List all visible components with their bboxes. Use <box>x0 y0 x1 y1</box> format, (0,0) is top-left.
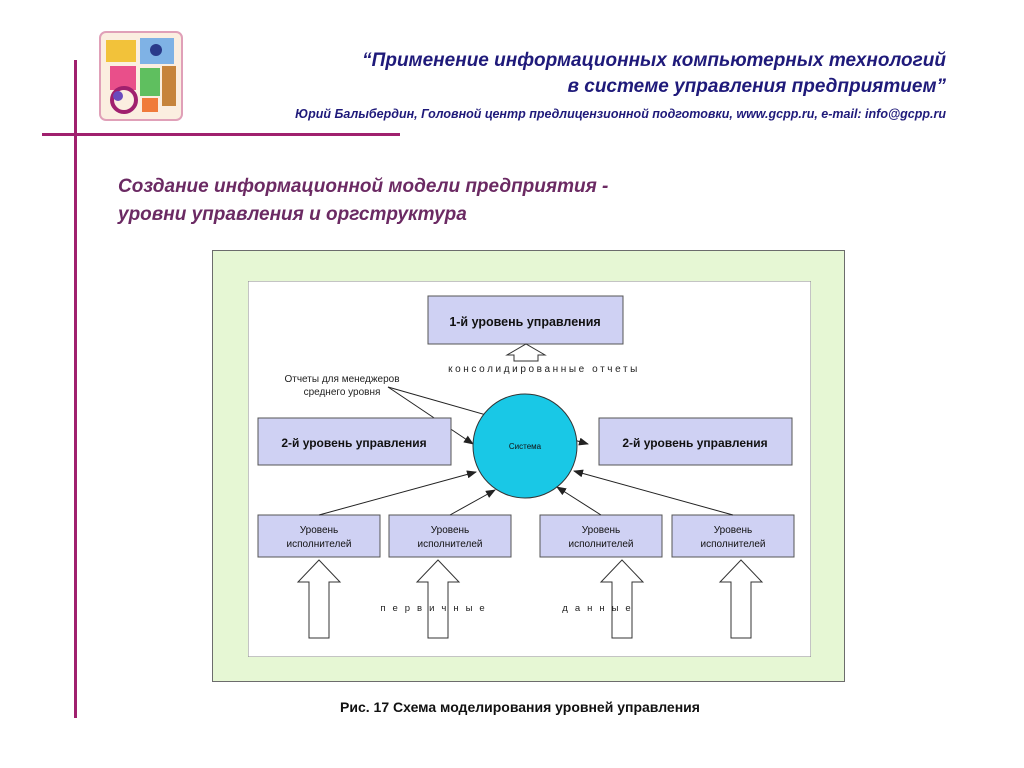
slide-title-line2: уровни управления и оргструктура <box>118 204 467 225</box>
executor-1-line2: исполнителей <box>287 539 352 550</box>
consolidated-arrow-icon <box>505 343 547 362</box>
manager-reports-line1: Отчеты для менеджеров <box>284 374 399 385</box>
header-subtitle: Юрий Балыбердин, Головной центр предлице… <box>295 107 946 121</box>
level2-left-label: 2-й уровень управления <box>281 436 426 450</box>
management-levels-diagram: 1-й уровень управления консолидированные… <box>248 281 811 657</box>
level1-box <box>427 295 624 345</box>
primary-data-arrow-icon <box>296 559 342 639</box>
accent-horizontal-line <box>42 133 400 136</box>
primary-data-word2: данные <box>562 603 637 614</box>
logo-icon <box>99 31 183 121</box>
executor-1-line1: Уровень <box>300 525 339 536</box>
system-label: Система <box>509 442 542 451</box>
manager-reports-line2: среднего уровня <box>304 387 381 398</box>
executor-3-line1: Уровень <box>582 525 621 536</box>
executor-box-4: Уровень исполнителей <box>671 514 795 558</box>
system-circle <box>472 393 578 499</box>
figure-caption: Рис. 17 Схема моделирования уровней упра… <box>340 699 700 715</box>
executor-3-line2: исполнителей <box>569 539 634 550</box>
executor-4-line1: Уровень <box>714 525 753 536</box>
primary-data-word1: первичные <box>380 603 491 614</box>
executor-box-3: Уровень исполнителей <box>539 514 663 558</box>
level2-right-box <box>598 417 793 466</box>
consolidated-reports-label: консолидированные отчеты <box>448 364 640 375</box>
executor-2-line2: исполнителей <box>418 539 483 550</box>
primary-data-arrow-icon <box>415 559 461 639</box>
level2-right-label: 2-й уровень управления <box>622 436 767 450</box>
header-title: “Применение информационных компьютерных … <box>186 48 946 100</box>
slide-title-line1: Создание информационной модели предприят… <box>118 176 609 197</box>
primary-data-arrow-icon <box>599 559 645 639</box>
accent-vertical-line <box>74 60 77 718</box>
executor-box-2: Уровень исполнителей <box>388 514 512 558</box>
executor-box-1: Уровень исполнителей <box>257 514 381 558</box>
executor-4-line2: исполнителей <box>701 539 766 550</box>
header-title-line2: в системе управления предприятием” <box>567 76 947 97</box>
primary-data-arrow-icon <box>718 559 764 639</box>
level1-label: 1-й уровень управления <box>449 315 600 329</box>
header-title-line1: “Применение информационных компьютерных … <box>362 50 946 71</box>
executor-2-line1: Уровень <box>431 525 470 536</box>
slide-title: Создание информационной модели предприят… <box>118 173 818 229</box>
level2-left-box <box>257 417 452 466</box>
